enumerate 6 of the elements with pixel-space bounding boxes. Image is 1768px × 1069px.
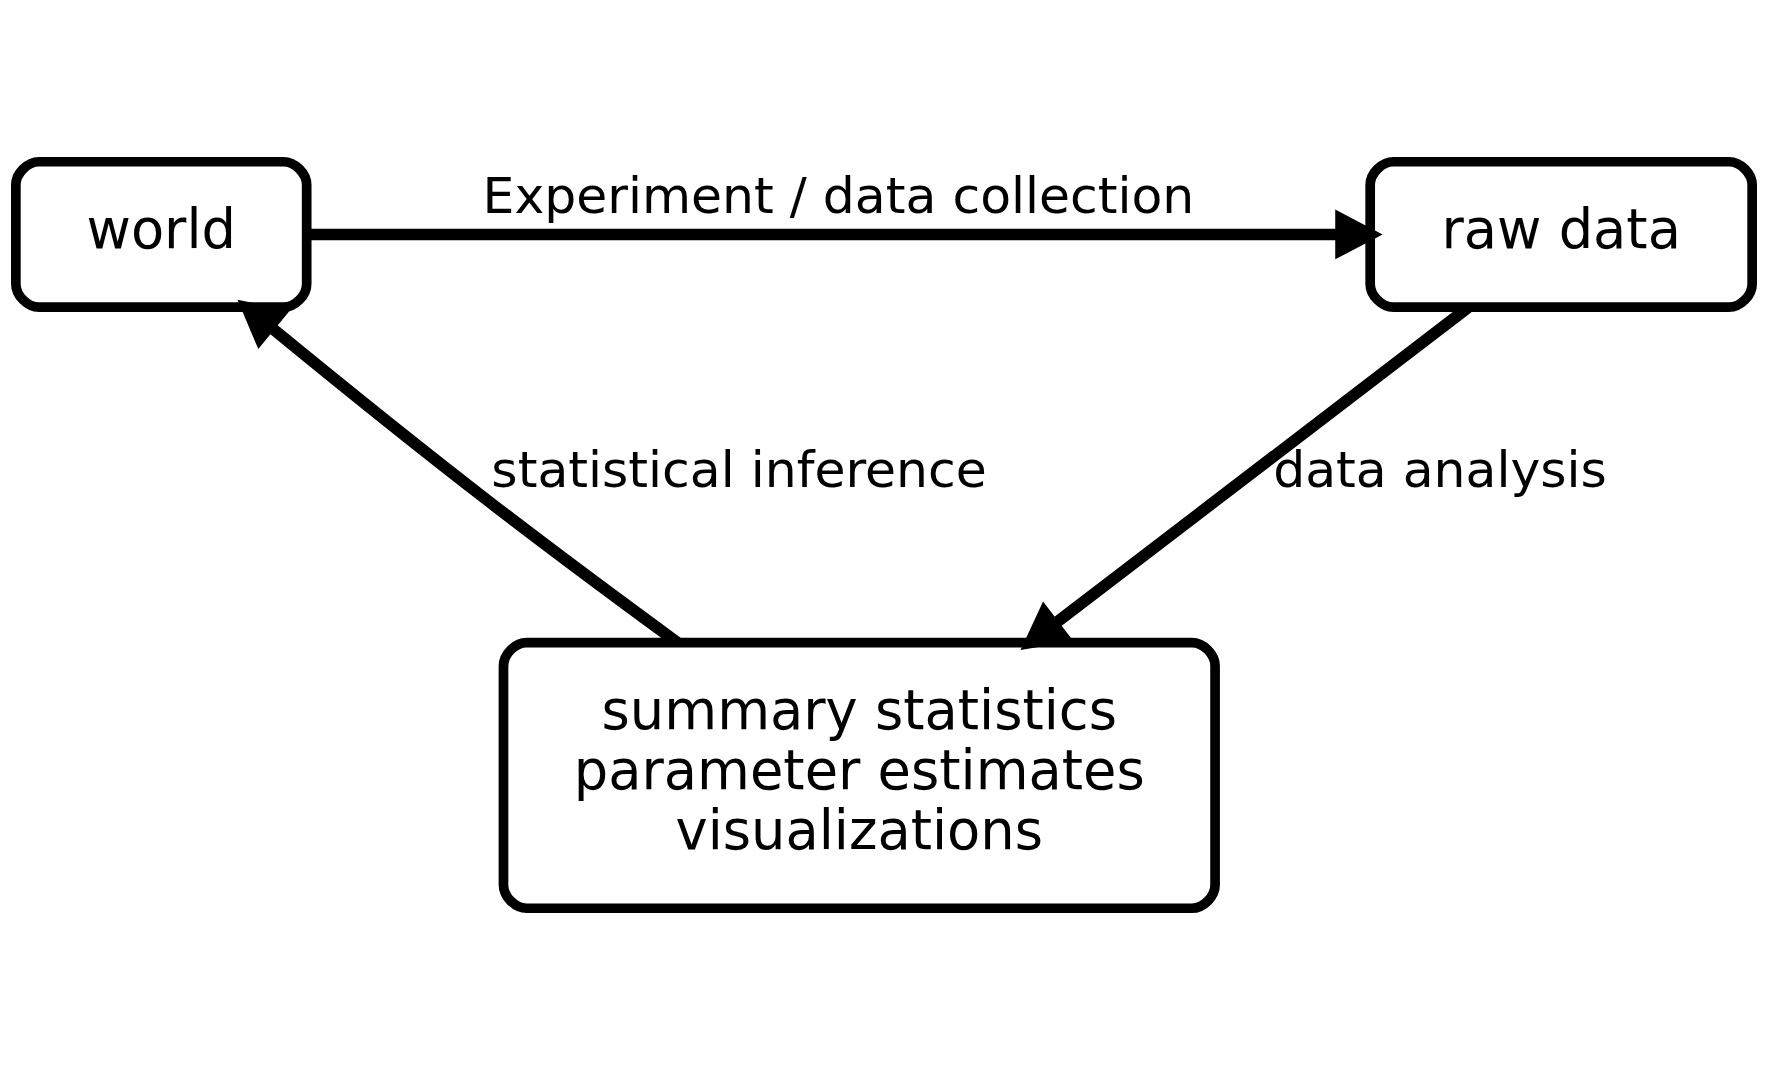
- node-box: world: [11, 156, 312, 312]
- edge-label: statistical inference: [491, 439, 987, 499]
- edge-label: data analysis: [1273, 439, 1607, 499]
- node-box: raw data: [1365, 156, 1757, 312]
- node-box: summary statistics parameter estimates visualizations: [498, 637, 1220, 913]
- edge-label: Experiment / data collection: [482, 165, 1195, 225]
